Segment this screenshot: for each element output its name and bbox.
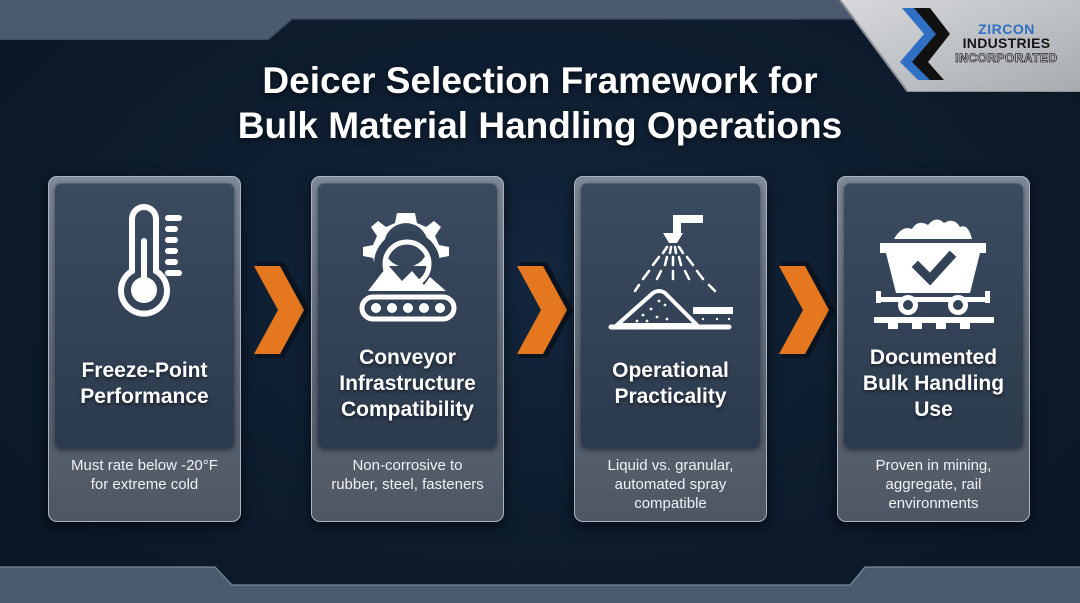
card-desc-line: aggregate, rail (885, 476, 982, 493)
card-desc-line: environments (888, 495, 979, 512)
mine-cart-check-icon (874, 219, 994, 329)
card-title: Conveyor Infrastructure Compatibility (322, 345, 493, 423)
step-card-freeze-point: Freeze-Point Performance Must rate below… (48, 176, 241, 522)
title-line-1: Deicer Selection Framework for (262, 60, 818, 101)
zircon-chevron-logo-icon (900, 8, 950, 80)
thermometer-icon (118, 204, 182, 317)
spray-nozzle-icon (608, 215, 733, 330)
card-title-line: Freeze-Point (81, 359, 208, 382)
step-card-documented-use: Documented Bulk Handling Use Proven in m… (837, 176, 1030, 522)
card-desc-line: compatible (634, 495, 707, 512)
card-title: Documented Bulk Handling Use (848, 345, 1019, 423)
card-title-line: Documented (869, 346, 998, 369)
card-desc-line: Must rate below -20°F (71, 457, 218, 474)
logo-line-industries: INDUSTRIES (962, 35, 1051, 51)
card-description: Must rate below -20°F for extreme cold (54, 456, 235, 494)
card-desc-line: automated spray (614, 476, 727, 493)
card-desc-line: rubber, steel, fasteners (331, 476, 484, 493)
logo-line-zircon: ZIRCON (978, 21, 1035, 37)
card-desc-line: Non-corrosive to (352, 457, 463, 474)
card-title-line: Use (914, 398, 953, 421)
card-panel: Operational Practicality (581, 183, 760, 448)
card-description: Non-corrosive to rubber, steel, fastener… (317, 456, 498, 494)
card-description: Proven in mining, aggregate, rail enviro… (843, 456, 1024, 513)
card-desc-line: for extreme cold (90, 476, 199, 493)
step-card-conveyor: Conveyor Infrastructure Compatibility No… (311, 176, 504, 522)
card-desc-line: Liquid vs. granular, (607, 457, 734, 474)
chevron-right-icon (779, 262, 835, 358)
top-decorative-band (0, 0, 1080, 40)
page-title: Deicer Selection Framework for Bulk Mate… (0, 58, 1080, 148)
card-title-line: Performance (80, 385, 209, 408)
card-desc-line: Proven in mining, (875, 457, 992, 474)
chevron-right-icon (254, 262, 310, 358)
gear-conveyor-icon (359, 213, 457, 322)
chevron-right-icon (517, 262, 573, 358)
title-line-2: Bulk Material Handling Operations (237, 105, 843, 146)
card-title-line: Bulk Handling (862, 372, 1005, 395)
company-logo-text: ZIRCON INDUSTRIES INCORPORATED (944, 22, 1069, 65)
card-title: Operational Practicality (585, 358, 756, 410)
card-panel: Freeze-Point Performance (55, 183, 234, 448)
bottom-decorative-band (0, 566, 1080, 603)
card-title-line: Practicality (614, 385, 727, 408)
logo-line-incorporated: INCORPORATED (955, 51, 1058, 66)
card-description: Liquid vs. granular, automated spray com… (580, 456, 761, 513)
step-card-operational: Operational Practicality Liquid vs. gran… (574, 176, 767, 522)
card-title-line: Infrastructure (339, 372, 476, 395)
card-title-line: Compatibility (340, 398, 474, 421)
logo-plate (839, 0, 1080, 92)
card-title-line: Operational (612, 359, 729, 382)
card-title-line: Conveyor (359, 346, 456, 369)
card-title: Freeze-Point Performance (59, 358, 230, 410)
card-panel: Conveyor Infrastructure Compatibility (318, 183, 497, 448)
card-panel: Documented Bulk Handling Use (844, 183, 1023, 448)
